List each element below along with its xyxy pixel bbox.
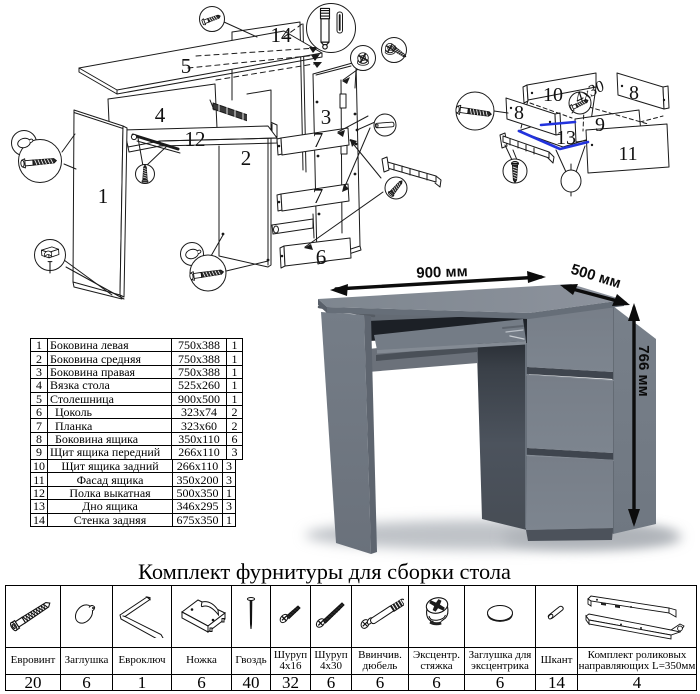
- svg-text:4: 4: [155, 103, 166, 127]
- svg-text:13: 13: [556, 127, 576, 149]
- svg-text:14: 14: [271, 23, 293, 47]
- svg-text:2: 2: [241, 146, 252, 170]
- svg-text:8: 8: [629, 82, 639, 104]
- svg-text:1: 1: [98, 184, 109, 208]
- svg-text:11: 11: [618, 143, 637, 165]
- svg-text:766 мм: 766 мм: [635, 345, 652, 396]
- svg-text:900 мм: 900 мм: [416, 263, 468, 282]
- svg-text:7: 7: [313, 128, 324, 152]
- svg-text:10: 10: [543, 84, 563, 106]
- svg-text:6: 6: [316, 245, 327, 269]
- svg-text:7: 7: [313, 184, 324, 208]
- svg-text:5: 5: [181, 54, 192, 78]
- svg-text:9: 9: [595, 114, 605, 136]
- svg-text:12: 12: [185, 127, 206, 151]
- svg-text:3: 3: [321, 105, 332, 129]
- svg-text:8: 8: [514, 102, 524, 124]
